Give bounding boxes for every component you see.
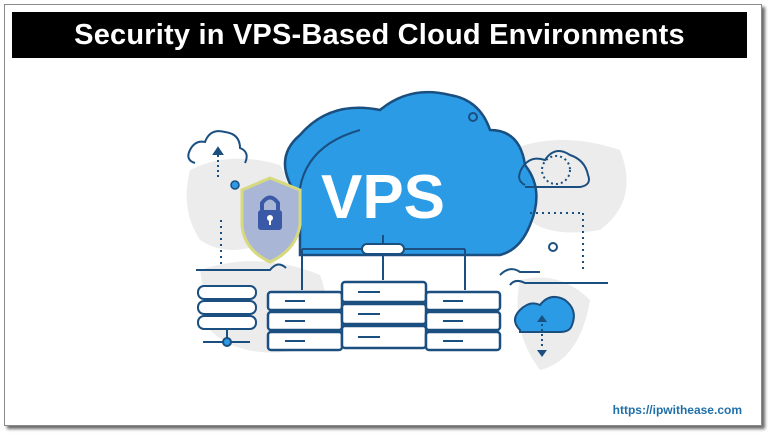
server-indicators bbox=[285, 291, 463, 342]
vps-cloud-illustration: VPS bbox=[186, 90, 627, 370]
vps-cloud-icon: VPS bbox=[283, 90, 538, 257]
decorative-lines bbox=[196, 212, 608, 286]
power-server-icon bbox=[197, 285, 257, 347]
network-connectors bbox=[301, 235, 466, 290]
page-title: Security in VPS-Based Cloud Environments bbox=[74, 18, 685, 51]
cloud-label: VPS bbox=[321, 163, 445, 232]
download-cloud-icon bbox=[514, 295, 575, 357]
upload-cloud-icon bbox=[187, 130, 248, 178]
security-shield-icon bbox=[240, 176, 302, 264]
server-racks bbox=[266, 280, 502, 352]
sync-cloud-icon bbox=[518, 150, 590, 188]
source-url: https://ipwithease.com bbox=[612, 403, 742, 417]
node-dot-icon bbox=[230, 180, 240, 190]
title-banner: Security in VPS-Based Cloud Environments bbox=[12, 12, 747, 58]
